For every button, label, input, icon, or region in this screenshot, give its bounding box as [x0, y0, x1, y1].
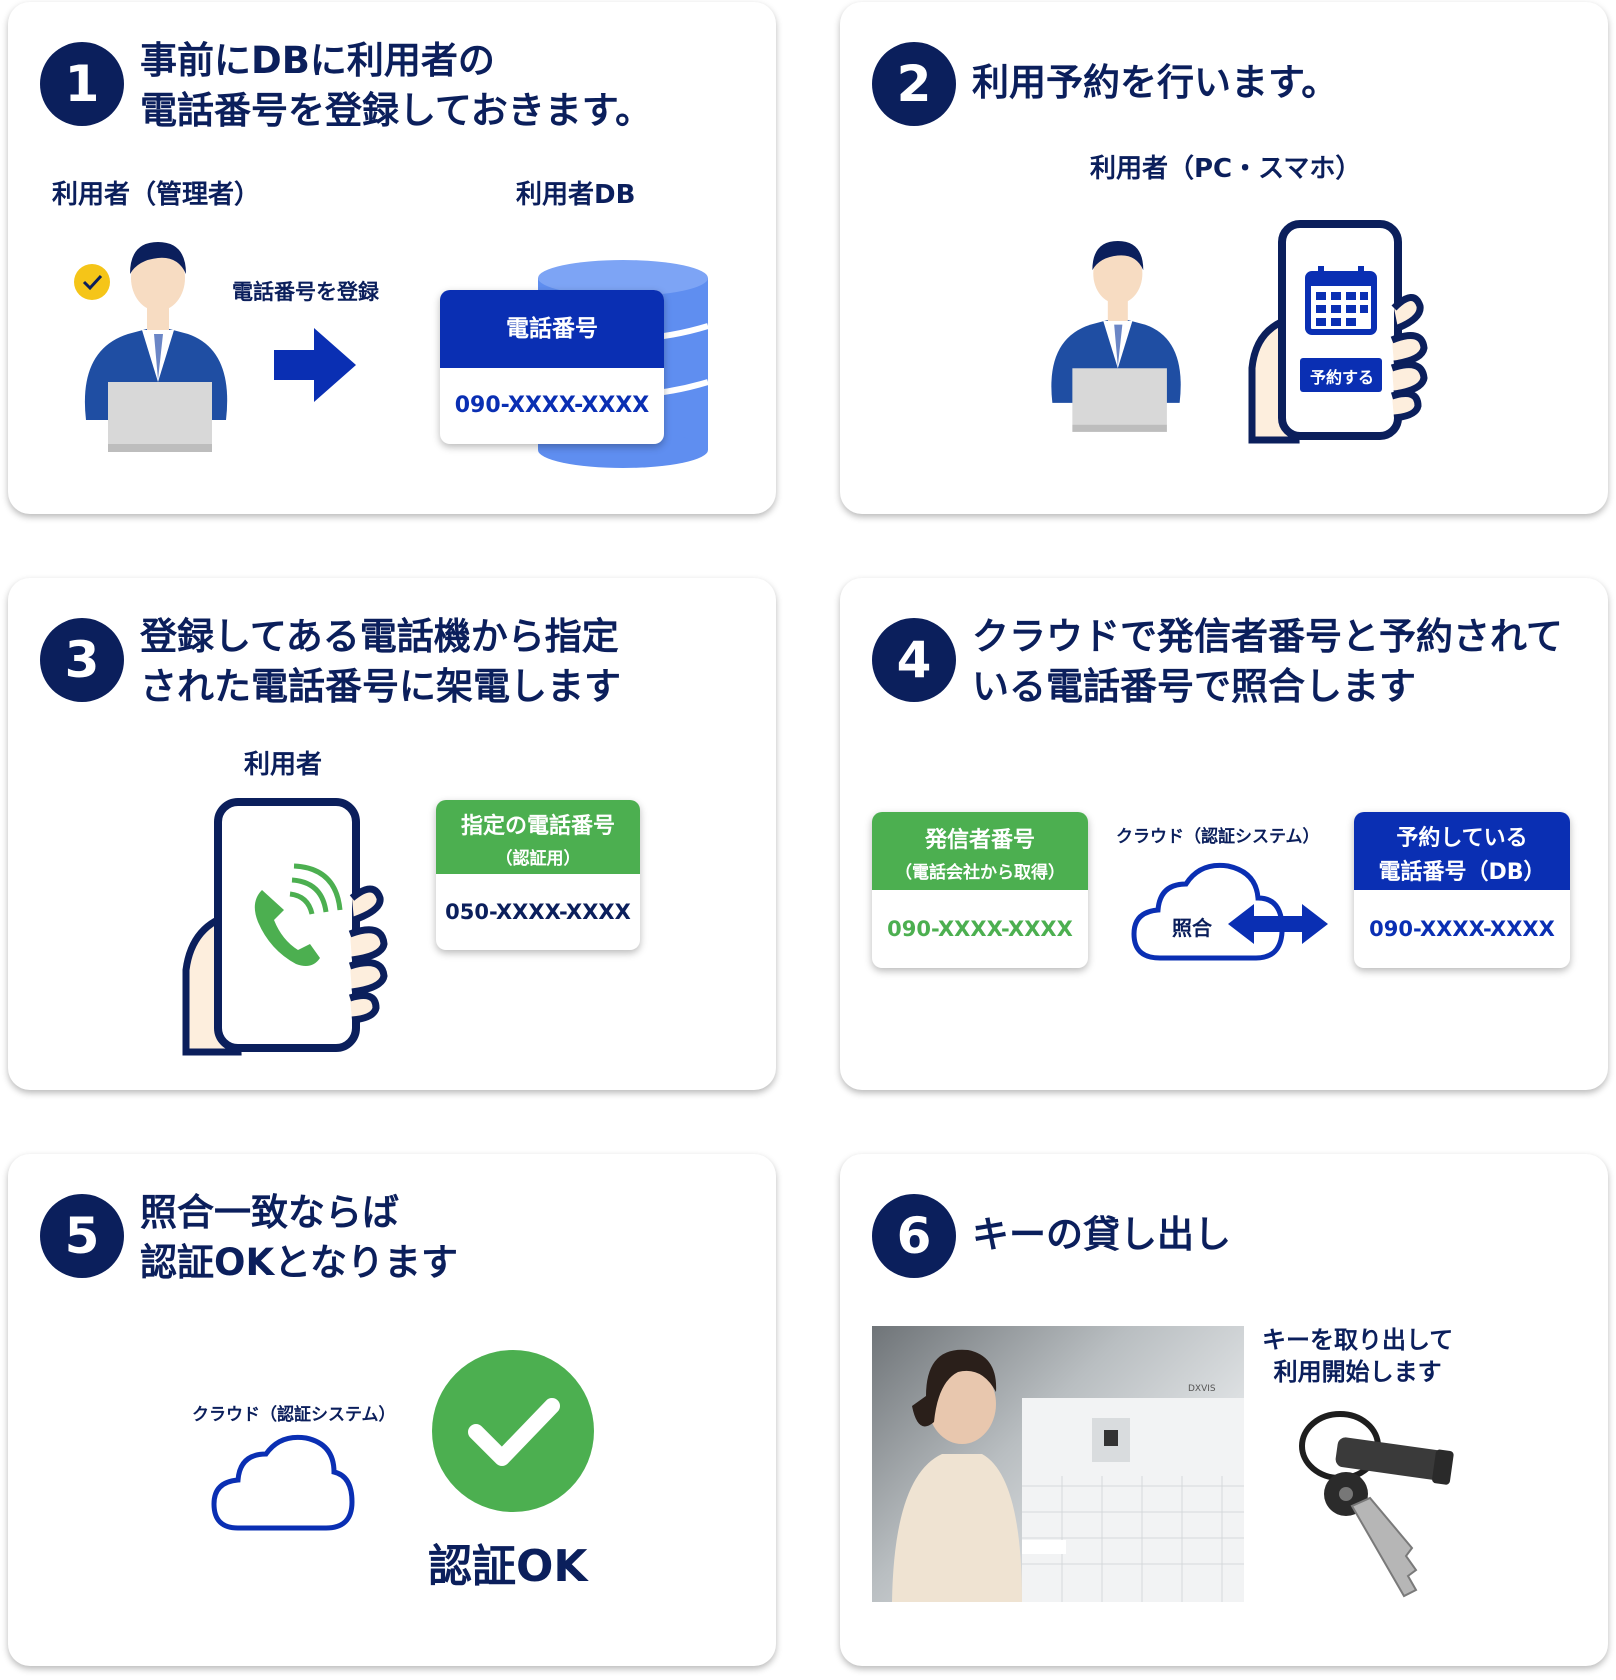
step-6-card: 6 キーの貸し出し DXVIS キーを取り出して 利用開始します	[840, 1154, 1608, 1666]
cloud-match-icon	[1130, 858, 1330, 964]
step-number: 3	[40, 618, 124, 702]
cloud-label: クラウド（認証システム）	[1116, 822, 1320, 847]
step-title: 事前にDBに利用者の 電話番号を登録しておきます。	[140, 36, 652, 136]
step-number: 2	[872, 42, 956, 126]
match-label: 照合	[1172, 912, 1212, 941]
step-number: 4	[872, 618, 956, 702]
businessman-laptop-icon	[1036, 220, 1196, 442]
user-label: 利用者（PC・スマホ）	[1090, 148, 1361, 185]
db-label: 利用者DB	[516, 174, 635, 211]
arrow-label: 電話番号を登録	[232, 276, 379, 306]
cloud-label: クラウド（認証システム）	[192, 1400, 396, 1425]
locker-brand-label: DXVIS	[1188, 1384, 1216, 1394]
step-title: クラウドで発信者番号と予約されて いる電話番号で照合します	[972, 612, 1563, 712]
step-5-card: 5 照合一致ならば 認証OKとなります クラウド（認証システム） 認証OK	[8, 1154, 776, 1666]
businessman-laptop-icon	[68, 230, 244, 452]
reserved-number-card: 予約している 電話番号（DB） 090-XXXX-XXXX	[1354, 812, 1570, 968]
step-number: 5	[40, 1194, 124, 1278]
step-number: 6	[872, 1194, 956, 1278]
step-title: キーの貸し出し	[972, 1210, 1231, 1260]
smartphone-call-icon	[178, 794, 398, 1056]
auth-ok-label: 認証OK	[428, 1530, 588, 1594]
step-number: 1	[40, 42, 124, 126]
key-icon	[1292, 1410, 1462, 1606]
check-circle-icon	[432, 1350, 594, 1512]
caller-number-card: 発信者番号 （電話会社から取得） 090-XXXX-XXXX	[872, 812, 1088, 968]
phone-number-card: 電話番号 090-XXXX-XXXX	[440, 290, 664, 444]
step-title: 利用予約を行います。	[972, 58, 1338, 108]
key-caption: キーを取り出して 利用開始します	[1262, 1324, 1453, 1388]
woman-locker-illustration	[872, 1326, 1244, 1602]
reserve-button: 予約する	[1302, 364, 1382, 388]
step-1-card: 1 事前にDBに利用者の 電話番号を登録しておきます。 利用者（管理者） 利用者…	[8, 2, 776, 514]
step-2-card: 2 利用予約を行います。 利用者（PC・スマホ） 予約する	[840, 2, 1608, 514]
designated-number-card: 指定の電話番号 （認証用） 050-XXXX-XXXX	[436, 800, 640, 950]
step-4-card: 4 クラウドで発信者番号と予約されて いる電話番号で照合します 発信者番号 （電…	[840, 578, 1608, 1090]
arrow-right-icon	[274, 328, 356, 402]
smartphone-hand-icon	[1246, 218, 1442, 444]
user-label: 利用者（管理者）	[52, 174, 260, 211]
user-label: 利用者	[244, 744, 322, 781]
step-3-card: 3 登録してある電話機から指定 された電話番号に架電します 利用者 指定の電話番…	[8, 578, 776, 1090]
step-title: 照合一致ならば 認証OKとなります	[140, 1188, 458, 1288]
step-title: 登録してある電話機から指定 された電話番号に架電します	[140, 612, 621, 712]
key-locker-photo	[872, 1326, 1244, 1602]
cloud-icon	[210, 1432, 356, 1534]
